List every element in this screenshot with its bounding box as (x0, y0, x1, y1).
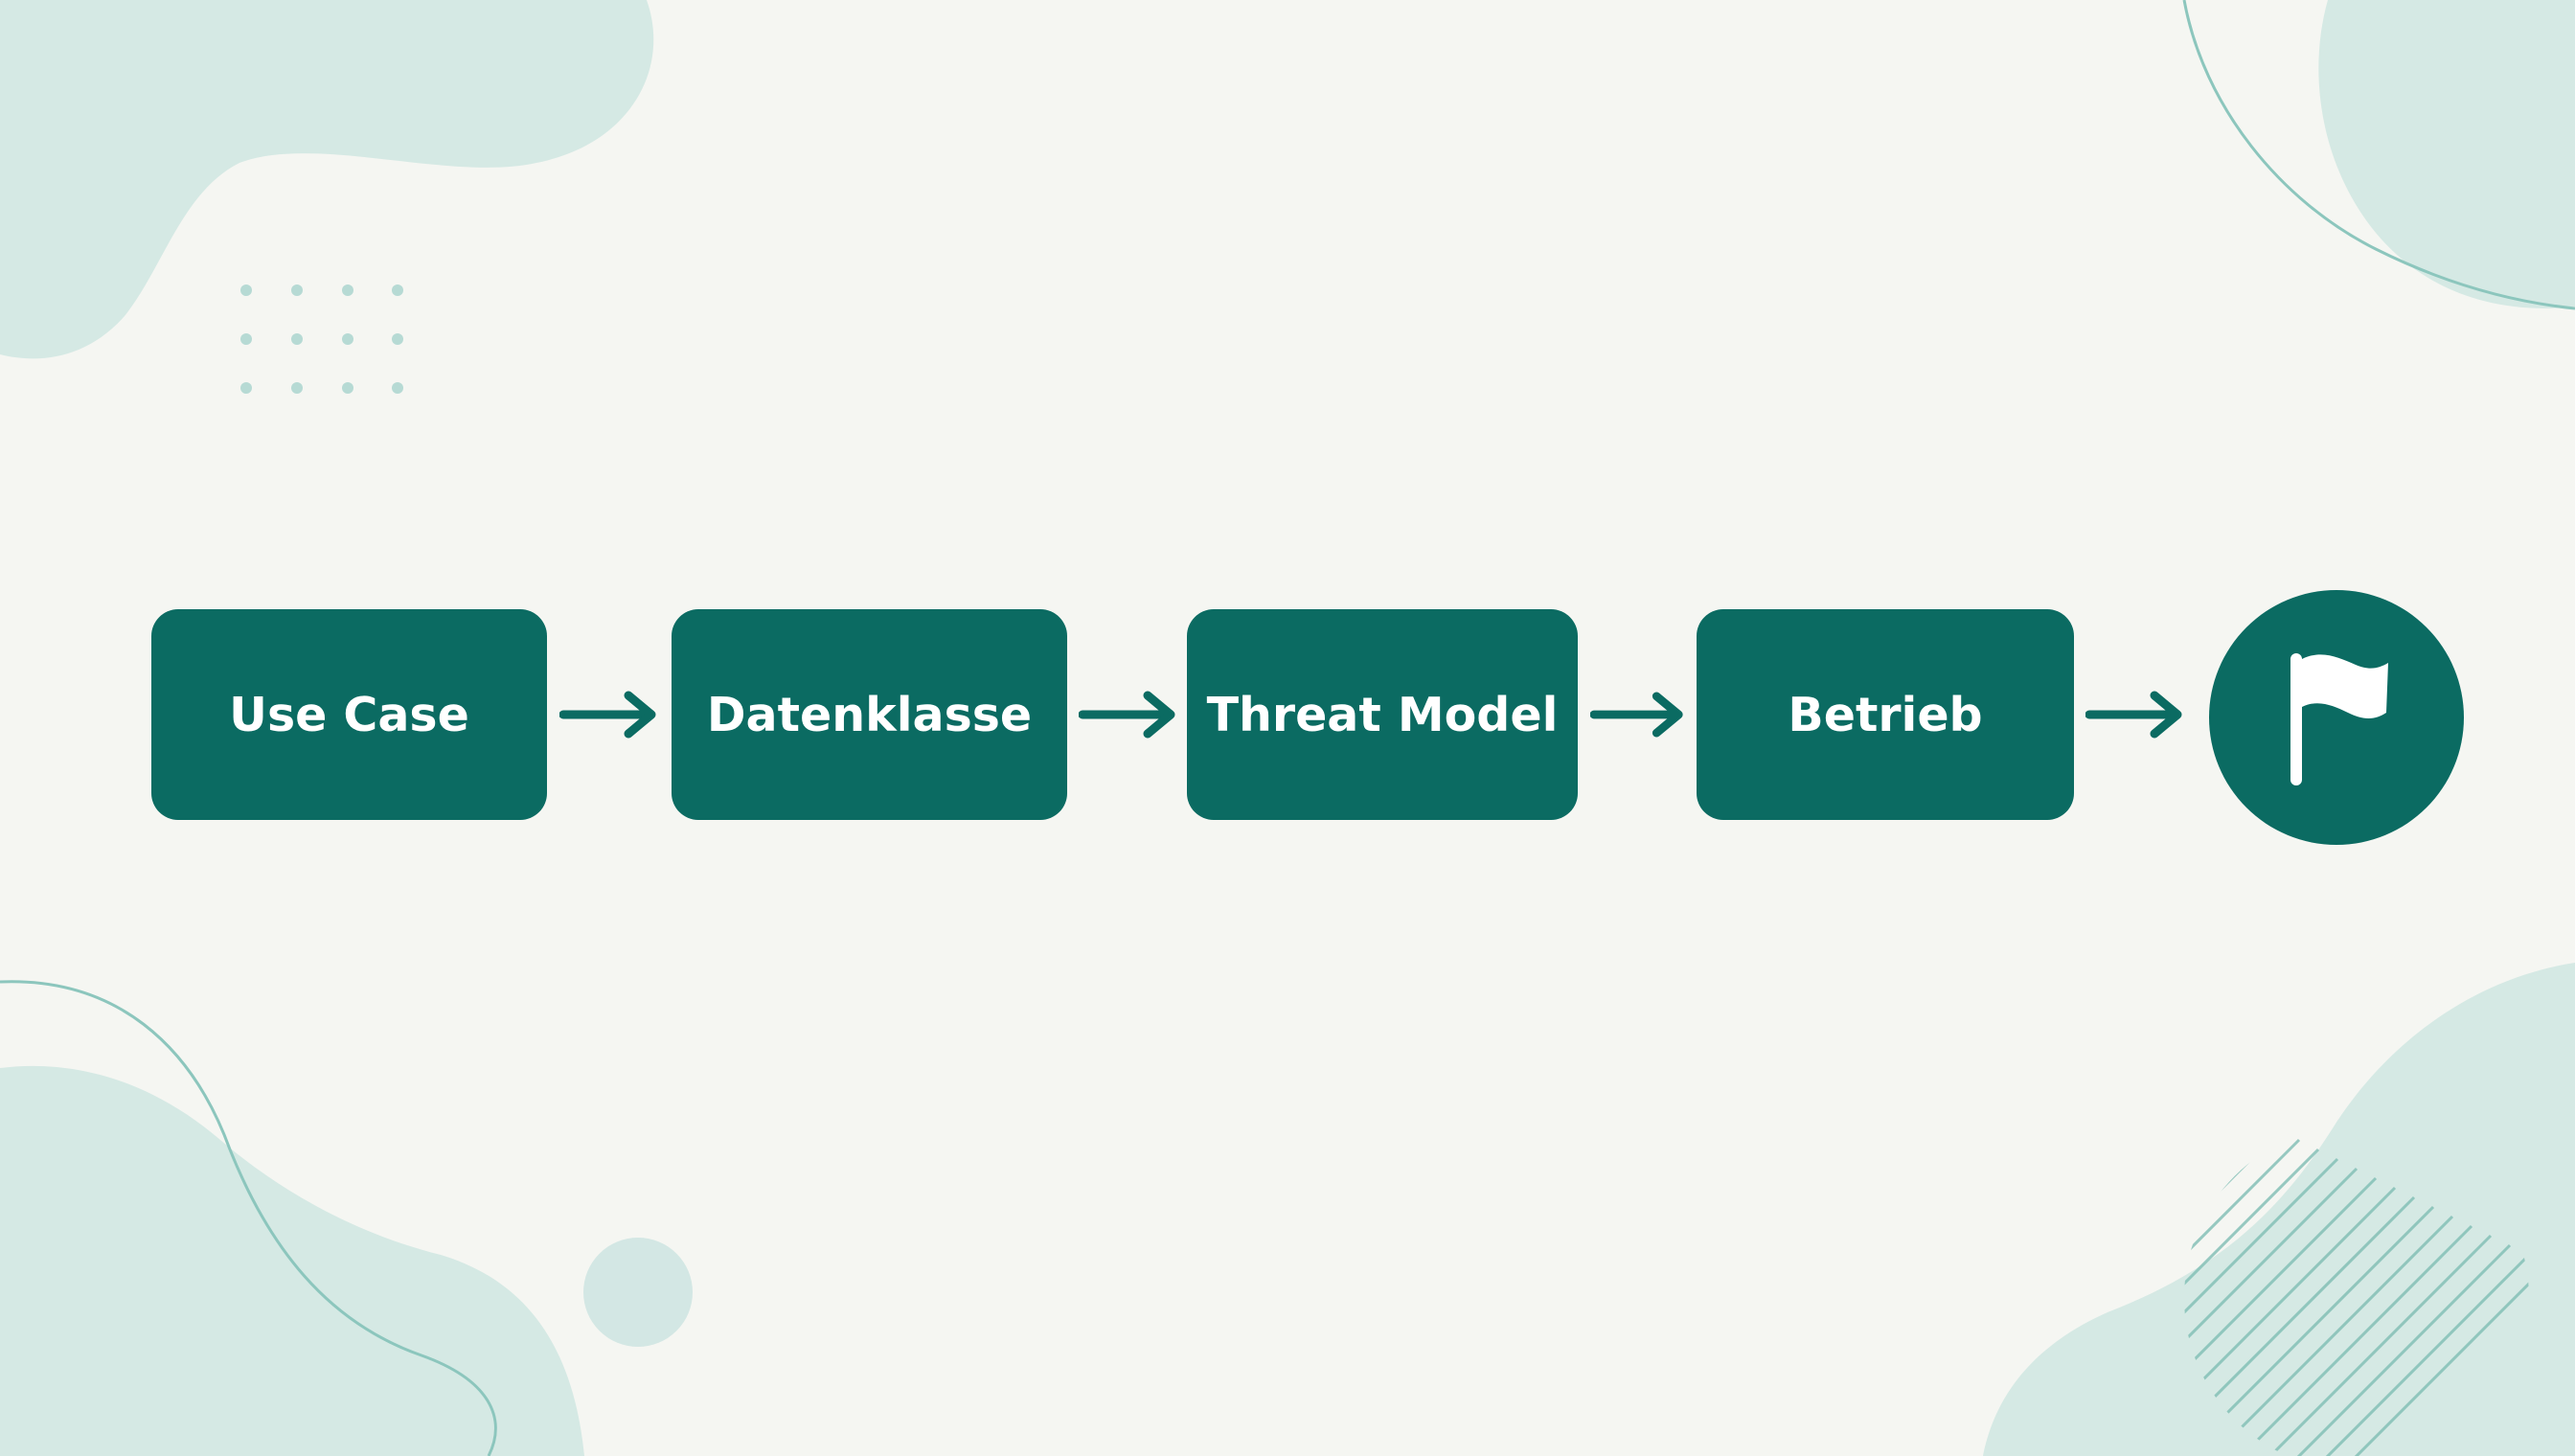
step-label: Datenklasse (706, 687, 1033, 742)
arrow-right-icon (559, 691, 656, 739)
arrow-right-icon (2085, 691, 2182, 739)
flag-icon (2290, 653, 2388, 785)
dot-grid (240, 284, 403, 394)
blob-top-left (0, 0, 654, 359)
end-flag-circle (2209, 590, 2464, 845)
step-label: Betrieb (1788, 687, 1983, 742)
blob-top-right (2318, 0, 2575, 308)
blob-bottom-right (1983, 963, 2575, 1456)
arrow-right-icon (1590, 692, 1683, 738)
line-top-right (2182, 0, 2575, 310)
arrow-right-icon (1079, 691, 1175, 739)
step-box-datenklasse: Datenklasse (672, 609, 1067, 820)
step-label: Use Case (229, 687, 469, 742)
step-label: Threat Model (1206, 687, 1559, 742)
step-box-threat-model: Threat Model (1187, 609, 1578, 820)
step-box-betrieb: Betrieb (1697, 609, 2074, 820)
circle-bottom-left (583, 1238, 693, 1347)
step-box-use-case: Use Case (151, 609, 547, 820)
line-bottom-left (0, 980, 497, 1456)
